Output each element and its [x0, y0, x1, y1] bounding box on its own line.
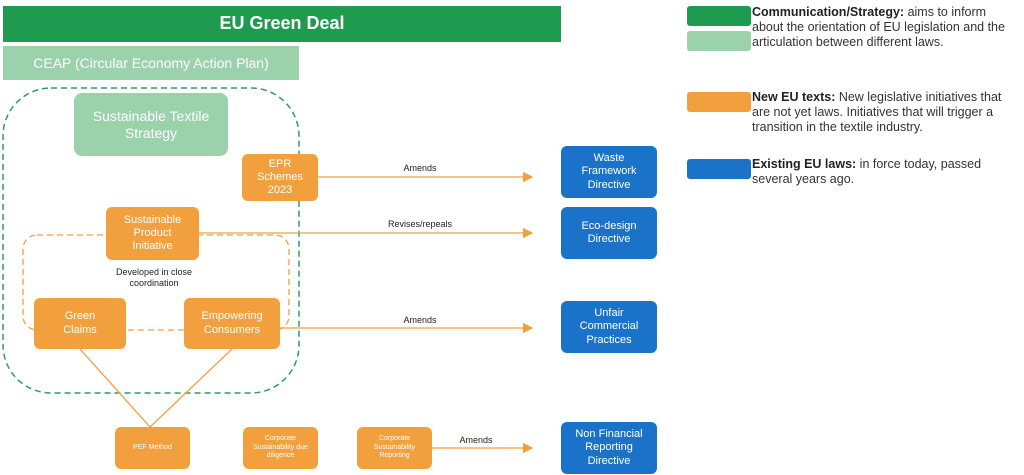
empowering-consumers-node: Empowering Consumers [184, 298, 280, 349]
legend-communication-title: Communication/Strategy: [752, 5, 905, 19]
waste-framework-directive-node: Waste Framework Directive [561, 146, 657, 198]
legend-swatch-blue [687, 159, 751, 179]
sustainable-product-initiative-node: Sustainable Product Initiative [106, 207, 199, 260]
legend-existing-eu-laws: Existing EU laws: in force today, passed… [752, 157, 1017, 187]
legend-swatch-orange [687, 92, 751, 112]
ceap-header: CEAP (Circular Economy Action Plan) [3, 46, 299, 80]
legend-communication-text: aims to inform about the orientation of … [752, 5, 1005, 49]
legend-new-eu-texts: New EU texts: New legislative initiative… [752, 90, 1017, 135]
legend-new-text: New legislative initiatives that are not… [752, 90, 1002, 134]
line-empowering-pef [149, 348, 233, 428]
legend-existing-title: Existing EU laws: [752, 157, 857, 171]
legend-swatch-dark-green [687, 6, 751, 26]
sustainable-textile-strategy-node: Sustainable Textile Strategy [74, 93, 228, 156]
line-green-claims-pef [79, 348, 151, 428]
coordination-dashed-region [22, 234, 290, 331]
legend-new-title: New EU texts: [752, 90, 836, 104]
edge-label-amends-unfair: Amends [403, 315, 437, 325]
corporate-sustainability-reporting-node: Corporate Sustainability Reporting [357, 427, 432, 469]
eco-design-directive-node: Eco-design Directive [561, 207, 657, 259]
legend-communication-strategy: Communication/Strategy: aims to inform a… [752, 5, 1017, 50]
corporate-sustainability-due-diligence-node: Corporate Sustainability due diligence [243, 427, 318, 469]
epr-schemes-node: EPR Schemes 2023 [242, 154, 318, 201]
legend-swatch-light-green [687, 31, 751, 51]
non-financial-reporting-directive-node: Non Financial Reporting Directive [561, 422, 657, 474]
coordination-label: Developed in close coordination [115, 267, 193, 288]
edge-label-amends-waste: Amends [403, 163, 437, 173]
edge-label-amends-nonfin: Amends [459, 435, 493, 445]
eu-green-deal-header: EU Green Deal [3, 6, 561, 42]
ceap-dashed-region [2, 87, 300, 394]
pef-method-node: PEF Method [115, 427, 190, 469]
edge-label-revises-repeals: Revises/repeals [387, 219, 453, 229]
legend-existing-text: in force today, passed several years ago… [752, 157, 982, 186]
green-claims-node: Green Claims [34, 298, 126, 349]
unfair-commercial-practices-node: Unfair Commercial Practices [561, 301, 657, 353]
